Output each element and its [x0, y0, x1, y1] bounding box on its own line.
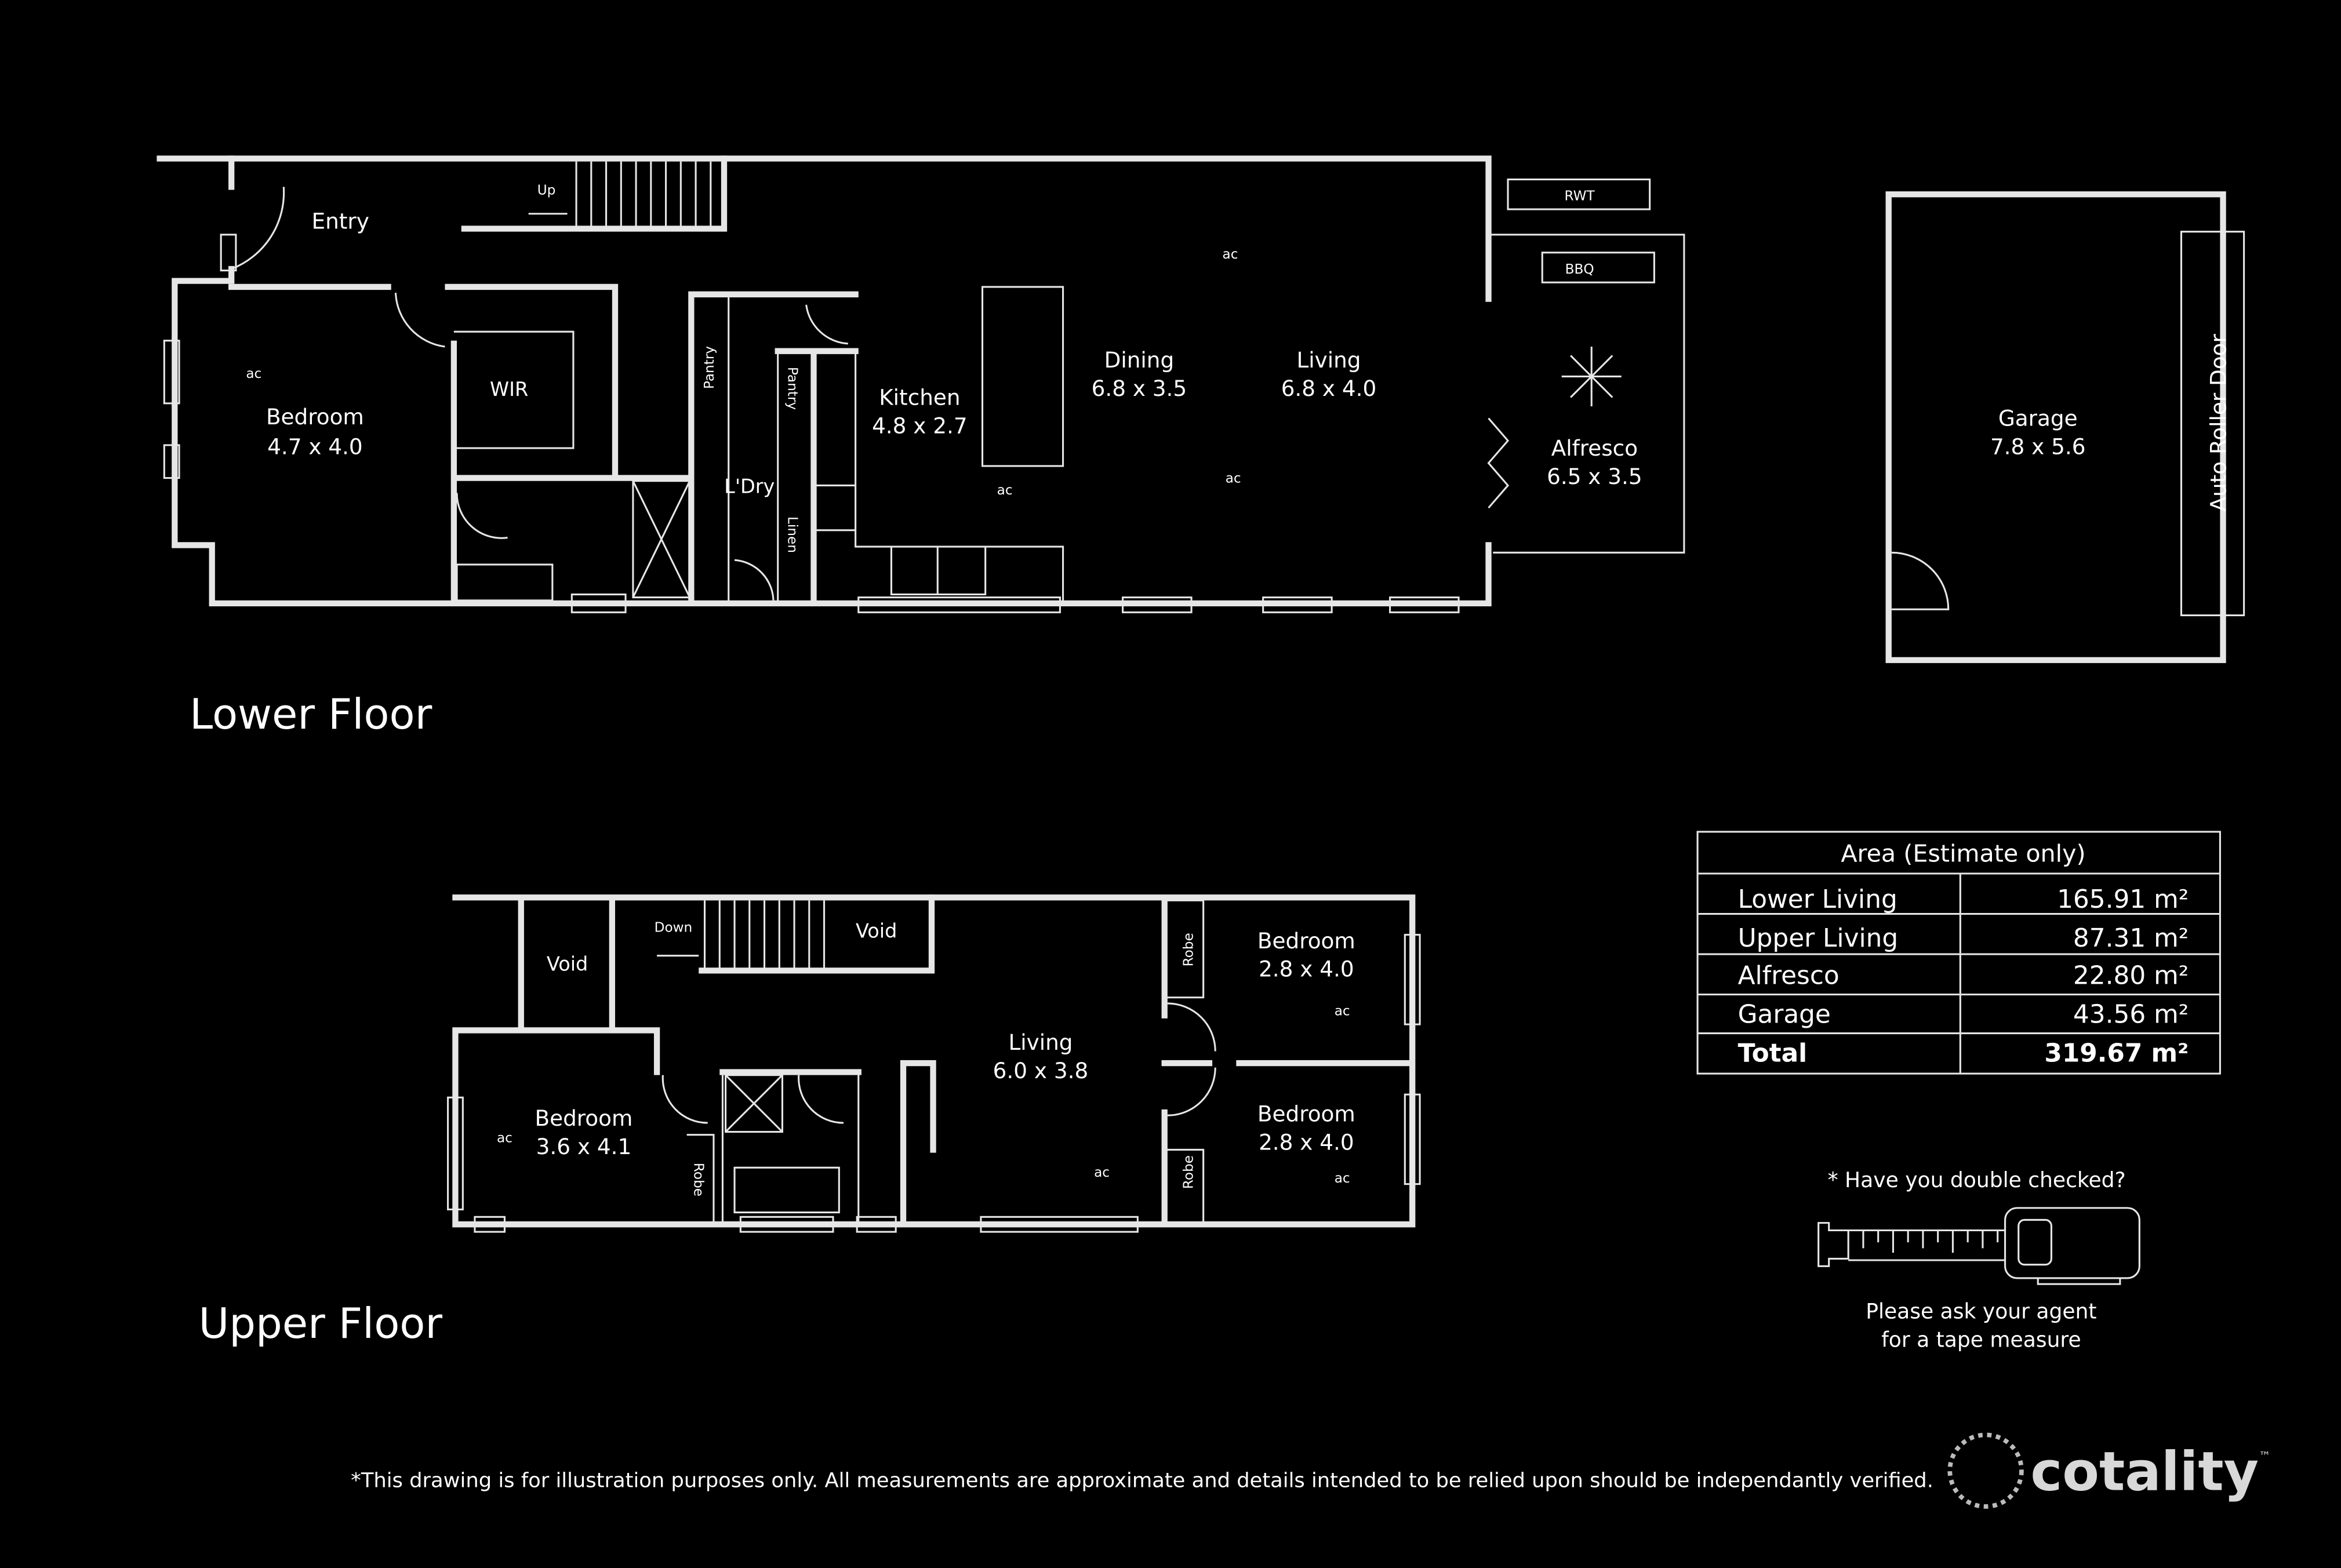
robe-label: Robe — [1181, 1155, 1197, 1189]
room-size-dining: 6.8 x 3.5 — [1092, 376, 1187, 401]
area-row-label: Upper Living — [1738, 923, 1899, 953]
double-check-text: * Have you double checked? — [1828, 1168, 2126, 1192]
lower-floor-labels: Entry Bedroom 4.7 x 4.0 WIR Kitchen 4.8 … — [190, 182, 2231, 739]
stairs-down-label: Down — [655, 919, 693, 935]
room-label-kitchen: Kitchen — [879, 384, 960, 410]
room-size-bedroom: 2.8 x 4.0 — [1259, 956, 1354, 982]
bbq-label: BBQ — [1565, 261, 1594, 277]
area-row-value: 165.91 m² — [2057, 885, 2189, 914]
room-size-alfresco: 6.5 x 3.5 — [1547, 464, 1642, 489]
logo-text: cotality™ — [2030, 1440, 2270, 1503]
area-row-value: 22.80 m² — [2073, 961, 2189, 991]
room-label-garage: Garage — [1998, 405, 2078, 431]
area-table-title: Area (Estimate only) — [1841, 839, 2085, 867]
logo-wordmark: cotality — [2030, 1440, 2259, 1503]
room-label-bedroom: Bedroom — [1257, 928, 1355, 954]
logo-mark-icon — [1947, 1432, 2024, 1509]
area-row-label: Garage — [1738, 1000, 1831, 1029]
room-label-wir: WIR — [490, 378, 528, 401]
ac-icon: ac — [1226, 470, 1241, 486]
tape-note-line2: for a tape measure — [1881, 1327, 2081, 1352]
upper-floor-title: Upper Floor — [199, 1300, 443, 1348]
area-row-value: 43.56 m² — [2073, 1000, 2189, 1029]
room-label-bedroom: Bedroom — [266, 404, 364, 430]
area-row-value: 87.31 m² — [2073, 923, 2189, 953]
room-label-bedroom: Bedroom — [535, 1105, 633, 1131]
room-size-living: 6.0 x 3.8 — [993, 1058, 1089, 1083]
room-label-void: Void — [547, 952, 588, 975]
tape-measure-note: * Have you double checked? Please ask yo… — [1817, 1168, 2140, 1352]
stairs-up-label: Up — [537, 182, 556, 198]
room-size-bedroom: 4.7 x 4.0 — [267, 434, 363, 459]
room-label-living: Living — [1008, 1029, 1073, 1055]
area-row-label: Alfresco — [1738, 961, 1840, 991]
tape-note-line1: Please ask your agent — [1866, 1299, 2096, 1323]
lower-floor-walls — [157, 155, 2245, 663]
ac-icon: ac — [1223, 246, 1238, 262]
room-label-laundry: L'Dry — [724, 475, 775, 497]
room-size-bedroom: 3.6 x 4.1 — [536, 1134, 632, 1159]
room-label-dining: Dining — [1104, 347, 1175, 373]
tape-measure-icon — [1817, 1207, 2140, 1285]
upper-floor-labels: Void Void Living 6.0 x 3.8 Bedroom 2.8 x… — [199, 919, 1355, 1348]
area-row-label: Lower Living — [1738, 885, 1897, 914]
room-size-living: 6.8 x 4.0 — [1281, 376, 1377, 401]
linen-label: Linen — [785, 516, 801, 553]
area-table: Area (Estimate only) Lower Living 165.91… — [1696, 831, 2221, 1075]
area-total-value: 319.67 m² — [2044, 1038, 2189, 1068]
ac-icon: ac — [497, 1130, 512, 1146]
cotality-logo: cotality™ — [1947, 1432, 2271, 1509]
room-size-kitchen: 4.8 x 2.7 — [872, 413, 968, 438]
ac-icon: ac — [1335, 1170, 1350, 1186]
room-label-entry: Entry — [311, 209, 369, 234]
ac-icon: ac — [246, 366, 261, 381]
room-label-bedroom: Bedroom — [1257, 1101, 1355, 1127]
roller-door-label: Auto Roller Door — [2206, 333, 2231, 511]
disclaimer: *This drawing is for illustration purpos… — [351, 1469, 1933, 1492]
room-label-void: Void — [856, 920, 897, 943]
area-total-label: Total — [1738, 1038, 1808, 1068]
robe-label: Robe — [1181, 933, 1197, 966]
pantry-label: Pantry — [785, 367, 801, 410]
room-size-bedroom: 2.8 x 4.0 — [1259, 1129, 1354, 1155]
room-label-alfresco: Alfresco — [1551, 435, 1638, 461]
upper-floor-walls — [447, 894, 1421, 1233]
lower-floor-title: Lower Floor — [190, 690, 432, 739]
ac-icon: ac — [1094, 1165, 1110, 1180]
robe-label: Robe — [690, 1163, 706, 1196]
room-label-living: Living — [1296, 347, 1361, 373]
room-size-garage: 7.8 x 5.6 — [1990, 434, 2086, 459]
logo-trademark: ™ — [2259, 1449, 2271, 1463]
pantry-label: Pantry — [701, 346, 717, 389]
ac-icon: ac — [997, 482, 1013, 498]
ac-icon: ac — [1335, 1003, 1350, 1019]
rwt-label: RWT — [1565, 188, 1595, 204]
